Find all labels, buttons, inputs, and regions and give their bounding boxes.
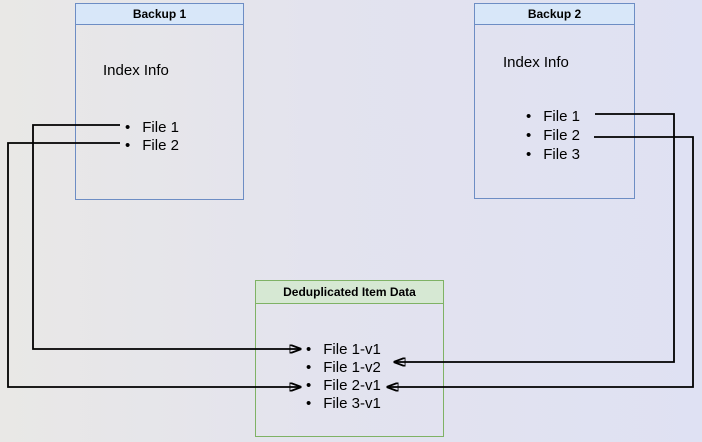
backup2-box: Backup 2 Index Info File 1 File 2 File 3 <box>474 3 635 199</box>
dedup-file-list: File 1-v1 File 1-v2 File 2-v1 File 3-v1 <box>306 340 381 412</box>
list-item: File 2-v1 <box>306 376 381 394</box>
dedup-header: Deduplicated Item Data <box>256 281 443 304</box>
backup1-box: Backup 1 Index Info File 1 File 2 <box>75 3 244 200</box>
list-item: File 1 <box>125 118 179 136</box>
backup2-header: Backup 2 <box>475 4 634 25</box>
list-item: File 2 <box>526 126 580 145</box>
backup1-header: Backup 1 <box>76 4 243 25</box>
backup2-title: Backup 2 <box>527 7 582 21</box>
backup2-index-info-label: Index Info <box>503 54 569 71</box>
list-item: File 1-v1 <box>306 340 381 358</box>
backup2-file-list: File 1 File 2 File 3 <box>526 107 580 164</box>
dedup-box: Deduplicated Item Data File 1-v1 File 1-… <box>255 280 444 437</box>
list-item: File 2 <box>125 136 179 154</box>
list-item: File 1 <box>526 107 580 126</box>
backup1-file-list: File 1 File 2 <box>125 118 179 154</box>
backup1-title: Backup 1 <box>132 7 187 21</box>
list-item: File 3-v1 <box>306 394 381 412</box>
list-item: File 3 <box>526 145 580 164</box>
dedup-title: Deduplicated Item Data <box>283 285 416 299</box>
backup1-index-info-label: Index Info <box>103 62 169 79</box>
list-item: File 1-v2 <box>306 358 381 376</box>
